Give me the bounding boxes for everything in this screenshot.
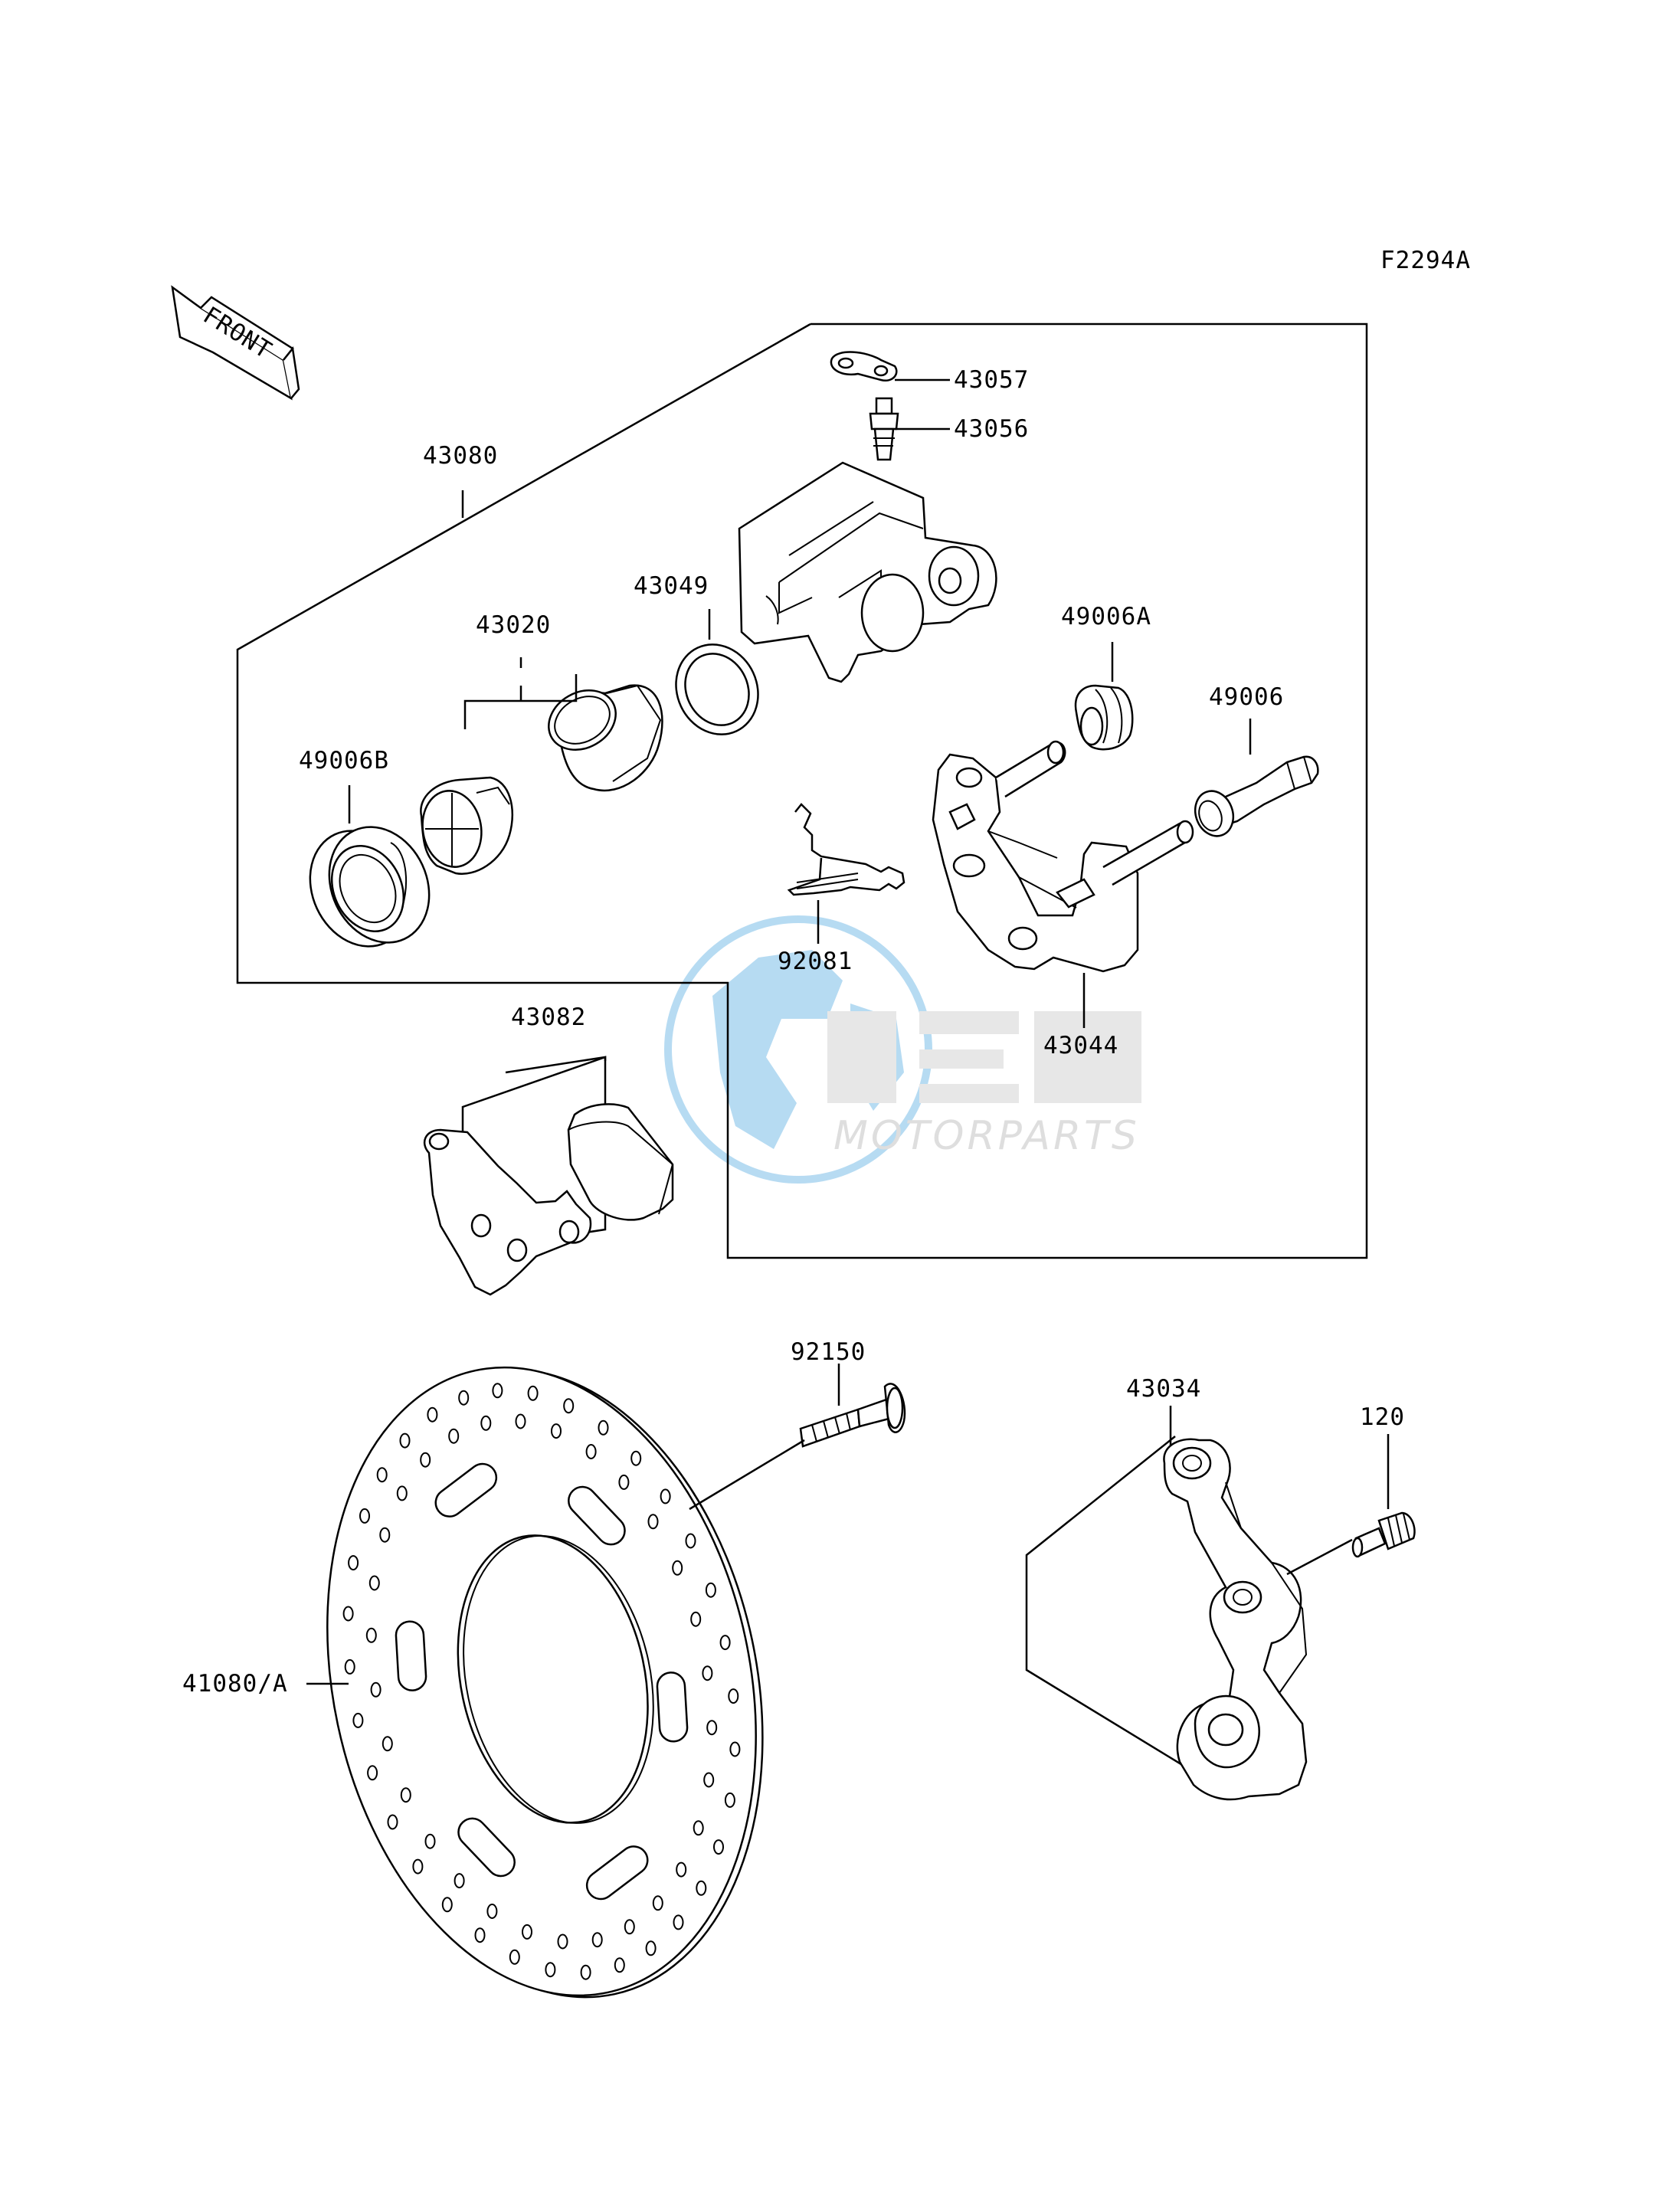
pin-bolt-49006 — [1194, 719, 1319, 837]
callout-49006b: 49006B — [299, 747, 389, 774]
callout-43044: 43044 — [1043, 1032, 1118, 1059]
diagram-code: F2294A — [1380, 247, 1471, 274]
caliper-mount-bracket — [1025, 1406, 1353, 1801]
dust-boot — [420, 776, 513, 875]
callout-120: 120 — [1360, 1403, 1405, 1431]
caliper-piston — [548, 684, 663, 792]
dust-seal-49006b — [309, 785, 431, 948]
pad-spring — [787, 803, 905, 944]
oem-motorparts-watermark: MOTORPARTS — [664, 915, 1141, 1184]
callout-49006: 49006 — [1209, 683, 1284, 711]
callout-92081: 92081 — [778, 948, 853, 975]
callout-49006a: 49006A — [1061, 603, 1151, 630]
disc-bolt — [689, 1364, 906, 1511]
mount-bolt — [1351, 1434, 1416, 1558]
brake-pads — [423, 1056, 674, 1296]
caliper-bracket — [932, 740, 1194, 1028]
caliper-assembly-outline — [236, 323, 1368, 1259]
brake-disc — [326, 1366, 764, 1999]
callout-43020: 43020 — [476, 611, 551, 639]
callout-43057: 43057 — [954, 366, 1029, 394]
callout-43034: 43034 — [1126, 1375, 1201, 1403]
bleeder-valve — [869, 397, 950, 461]
globe-icon — [664, 915, 932, 1184]
callout-43056: 43056 — [954, 415, 1029, 443]
callout-92150: 92150 — [791, 1338, 866, 1366]
pin-boot-49006a — [1074, 642, 1134, 751]
watermark-tagline: MOTORPARTS — [833, 1113, 1140, 1159]
callout-41080a: 41080/A — [182, 1670, 288, 1698]
piston-seal-ring — [675, 609, 759, 735]
callout-43082: 43082 — [511, 1004, 586, 1031]
front-arrow-icon: FRONT — [171, 285, 300, 401]
callout-43049: 43049 — [634, 572, 709, 600]
callout-43080: 43080 — [423, 442, 498, 470]
caliper-body — [738, 461, 997, 683]
bleeder-cap — [830, 351, 950, 382]
